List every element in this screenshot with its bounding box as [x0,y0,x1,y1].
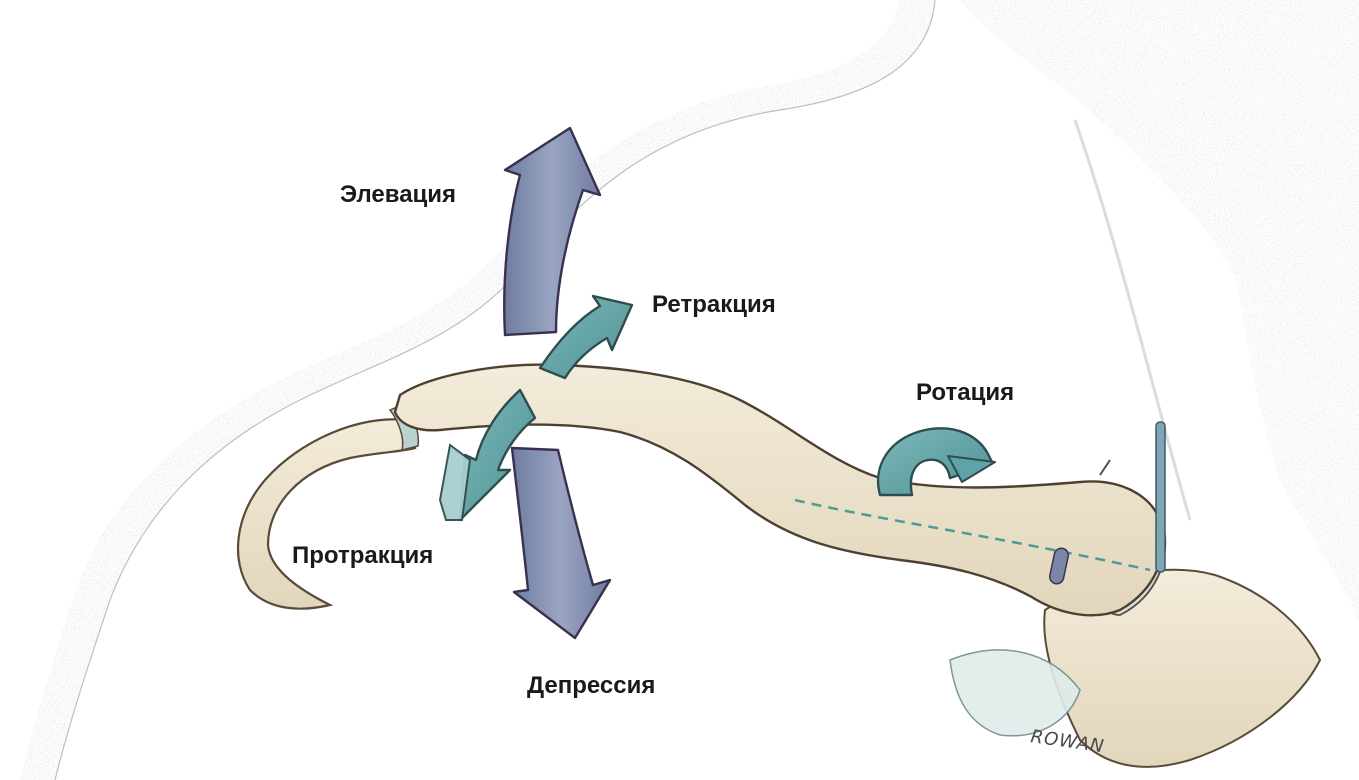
label-rotation: Ротация [916,381,1014,405]
coracoid-process [238,404,418,609]
label-elevation: Элевация [340,183,456,207]
label-depression: Депрессия [527,674,655,698]
label-retraction: Ретракция [652,293,776,317]
depression-arrow-icon [512,448,610,638]
label-protraction: Протракция [292,544,433,568]
